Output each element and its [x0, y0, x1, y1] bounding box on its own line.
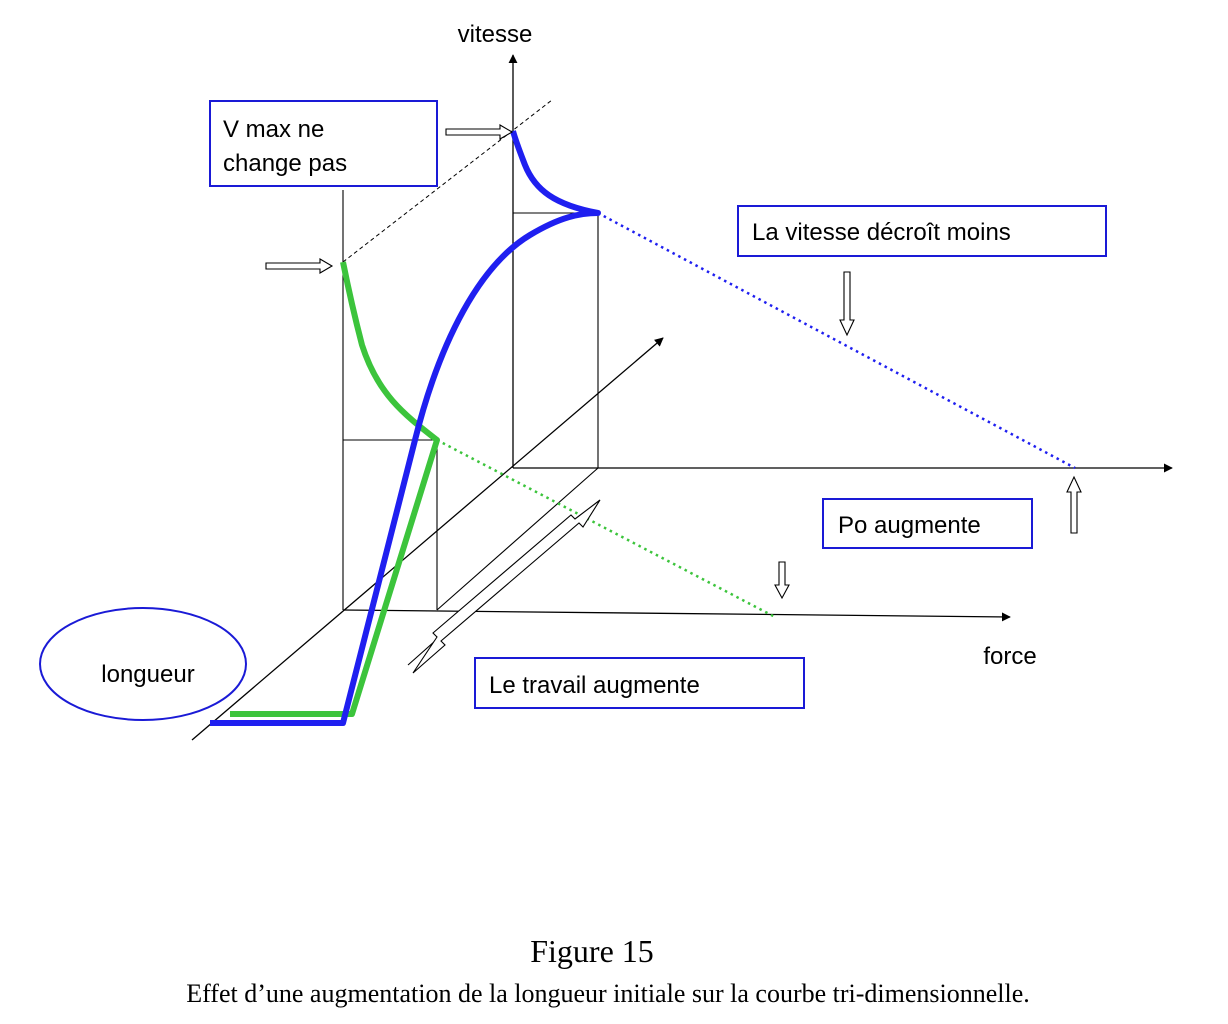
travail-callout-box — [474, 657, 805, 709]
longueur-callout-ellipse — [39, 607, 247, 721]
vmax-callout-line2: change pas — [223, 150, 347, 177]
force-axis-label: force — [983, 643, 1036, 670]
vmax-pointer-arrow-bottom — [265, 258, 334, 274]
vmax-callout-box — [209, 100, 438, 187]
figure-title: Figure 15 — [530, 933, 654, 969]
front-force-axis — [342, 609, 1011, 622]
length-axis — [191, 337, 664, 741]
blue-dotted-force-velocity — [597, 211, 1076, 470]
po-callout-text: Po augmente — [838, 512, 981, 539]
longueur-callout-text: longueur — [101, 661, 194, 688]
vmax-callout-line1: V max ne — [223, 116, 324, 143]
vitesse-callout-box — [737, 205, 1107, 257]
up-arrow-po — [1066, 475, 1082, 534]
velocity-axis-label: vitesse — [458, 21, 533, 48]
depth-connector — [436, 467, 599, 611]
vmax-dashed-line — [342, 99, 553, 263]
down-arrow-green-slope — [774, 561, 790, 600]
work-double-arrow — [412, 499, 601, 674]
down-arrow-blue-slope — [839, 271, 855, 337]
vmax-pointer-arrow-top — [445, 124, 514, 140]
green-curve — [230, 261, 440, 717]
figure-caption: Effet d’une augmentation de la longueur … — [186, 979, 1030, 1008]
po-callout-box — [822, 498, 1033, 549]
travail-callout-text: Le travail augmente — [489, 672, 700, 699]
vitesse-callout-text: La vitesse décroît moins — [752, 219, 1011, 246]
green-dotted-force-velocity — [436, 438, 776, 619]
blue-curve — [210, 130, 601, 726]
